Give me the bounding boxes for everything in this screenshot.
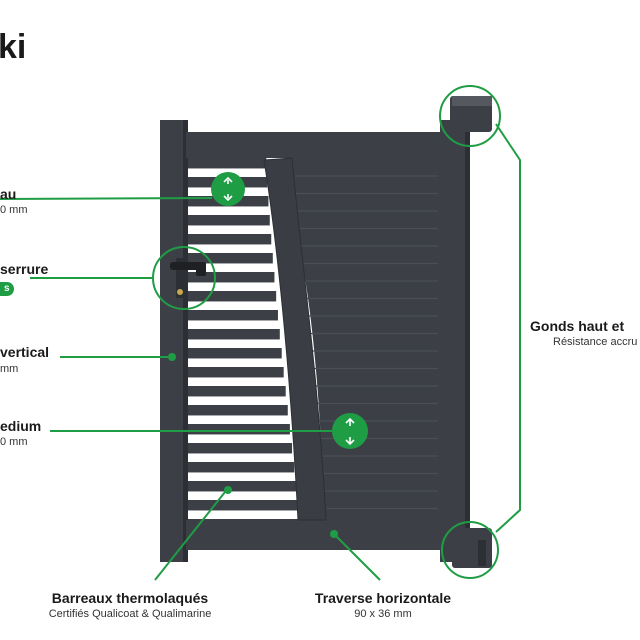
bottom-center-title: Traverse horizontale xyxy=(314,590,452,606)
callout-1-sub: 0 mm xyxy=(0,204,28,216)
bottom-center-dot xyxy=(330,530,338,538)
panel-height-badge xyxy=(332,413,368,449)
right-callout-title: Gonds haut et xyxy=(530,318,625,334)
top-hinge-zoom-circle xyxy=(439,85,501,147)
post-callout-dot xyxy=(168,353,176,361)
product-title: ki xyxy=(0,28,27,66)
keyhole xyxy=(177,289,183,295)
slat-bar-14 xyxy=(188,424,290,435)
callout-2-title: serrure xyxy=(0,261,49,277)
top-hinge-cap xyxy=(452,96,492,106)
slat-bar-9 xyxy=(188,329,280,340)
curved-upright xyxy=(263,157,327,521)
bottom-center-sub: 90 x 36 mm xyxy=(354,608,412,620)
lock-plate xyxy=(176,258,186,298)
callout-line-bottom-center xyxy=(335,535,381,581)
slat-bar-10 xyxy=(188,348,282,359)
slat-bar-16 xyxy=(188,462,295,473)
bottom-hinge-pin xyxy=(478,540,486,566)
panel-slats xyxy=(294,175,438,510)
bottom-left-dot xyxy=(224,486,232,494)
slat-bar-8 xyxy=(188,310,278,321)
slat-bar-5 xyxy=(188,253,273,264)
slat-bar-15 xyxy=(188,443,293,454)
callout-3-sub: mm xyxy=(0,363,19,375)
bottom-left-title: Barreaux thermolaqués xyxy=(51,590,209,606)
bottom-hinge-zoom-circle xyxy=(441,521,499,579)
slat-bar-11 xyxy=(188,367,284,378)
slat-bar-3 xyxy=(188,215,270,226)
slat-bar-4 xyxy=(188,234,272,245)
solid-panel xyxy=(292,158,440,520)
callout-4-title: edium xyxy=(0,418,42,434)
slat-bar-7 xyxy=(188,291,277,302)
slat-bar-17 xyxy=(188,481,297,492)
callout-4-sub: 0 mm xyxy=(0,436,28,448)
slat-bar-19 xyxy=(188,519,302,530)
lock-zoom-circle xyxy=(152,246,216,310)
callout-3-title: vertical xyxy=(0,344,50,360)
slat-bar-12 xyxy=(188,386,286,397)
callout-line-bottom-left xyxy=(154,491,226,581)
slat-bar-13 xyxy=(188,405,288,416)
callout-line-1 xyxy=(0,197,213,200)
top-rail xyxy=(186,132,442,158)
slat-bar-0 xyxy=(188,158,267,169)
right-callout-sub: Résistance accru xyxy=(553,336,638,348)
slat-height-badge xyxy=(211,172,245,206)
callout-1-title: au xyxy=(0,186,17,202)
slat-bar-18 xyxy=(188,500,299,511)
left-post-edge xyxy=(183,120,188,562)
slat-bar-6 xyxy=(188,272,275,283)
callout-2-badge: s xyxy=(0,282,14,296)
right-post-edge xyxy=(465,120,470,562)
handle-grip xyxy=(196,262,206,276)
bottom-left-sub: Certifiés Qualicoat & Qualimarine xyxy=(48,608,212,620)
callout-line-right xyxy=(495,123,521,533)
